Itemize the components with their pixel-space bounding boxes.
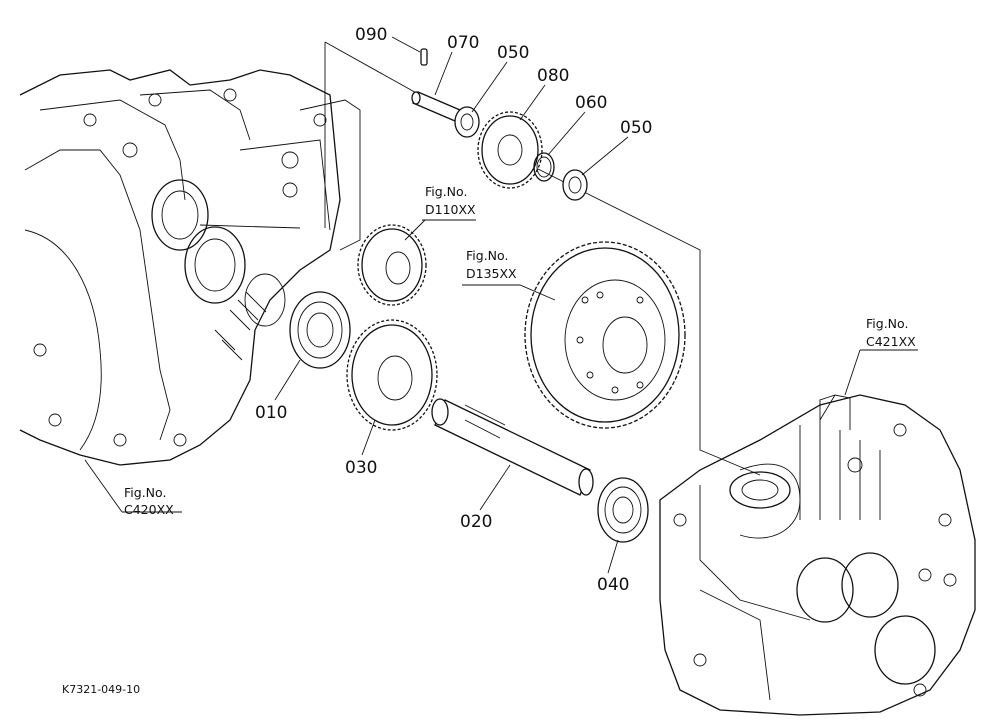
label-010: 010 <box>255 403 287 423</box>
figref-c421-code: C421XX <box>866 334 916 349</box>
label-050-right: 050 <box>620 118 652 138</box>
label-090: 090 <box>355 25 387 45</box>
part-020-shaft <box>431 398 594 496</box>
figref-c420-code: C420XX <box>124 502 174 517</box>
figref-c420-label: Fig.No. <box>124 485 166 500</box>
drawing-code: K7321-049-10 <box>62 683 140 696</box>
label-030: 030 <box>345 458 377 478</box>
figref-d110-label: Fig.No. <box>425 184 467 199</box>
figref-d135-code: D135XX <box>466 266 517 281</box>
label-070: 070 <box>447 33 479 53</box>
figref-d135-label: Fig.No. <box>466 248 508 263</box>
label-080: 080 <box>537 66 569 86</box>
figref-c421-label: Fig.No. <box>866 316 908 331</box>
figref-d110-code: D110XX <box>425 202 476 217</box>
label-050-top: 050 <box>497 43 529 63</box>
part-050-bearing-top <box>454 106 480 138</box>
part-050-bearing-right <box>562 169 588 201</box>
label-020: 020 <box>460 512 492 532</box>
part-010-bearing <box>289 291 351 369</box>
right-housing <box>659 394 976 716</box>
part-060-ring <box>533 152 555 182</box>
part-040-bearing <box>597 477 649 543</box>
leader-lines <box>84 36 918 574</box>
assembly-lines <box>199 41 761 476</box>
part-080-gear <box>477 111 543 189</box>
part-030-gear <box>346 319 438 431</box>
gear-d135 <box>524 241 686 429</box>
label-040: 040 <box>597 575 629 595</box>
left-housing <box>19 69 361 466</box>
part-070-shaft <box>411 91 461 122</box>
gear-d110 <box>357 224 427 306</box>
label-060: 060 <box>575 93 607 113</box>
part-090-pin <box>420 48 428 66</box>
